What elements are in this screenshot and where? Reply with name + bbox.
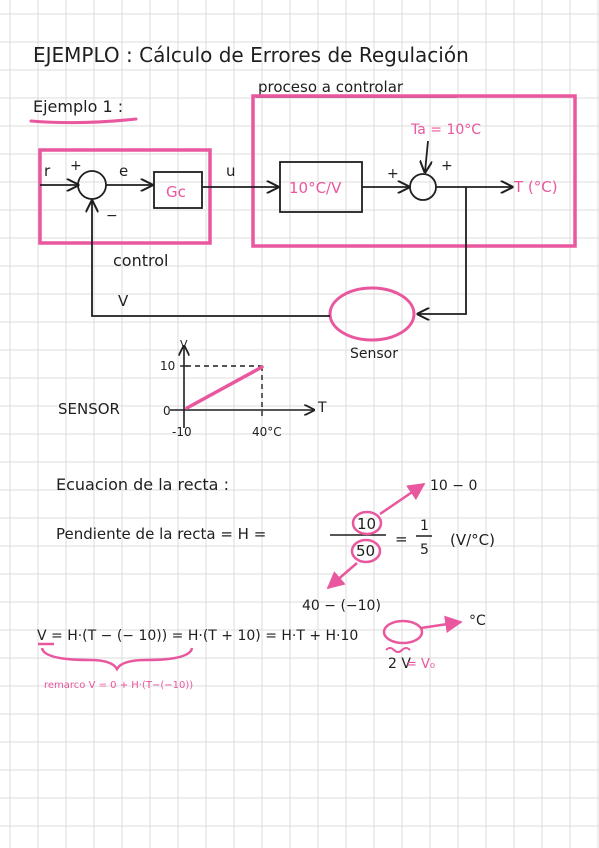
process-region-box bbox=[251, 94, 577, 248]
note-numerator-source: 10 − 0 bbox=[430, 478, 477, 494]
numerator-circle bbox=[351, 510, 383, 536]
remark-note: remarco V = 0 + H·(T−(−10)) bbox=[44, 680, 193, 691]
main-equation: V = H·(T − (− 10)) = H·(T + 10) = H·T + … bbox=[37, 628, 358, 644]
slope-equals: = bbox=[395, 530, 408, 548]
equation-title: Ecuacion de la recta : bbox=[56, 475, 229, 494]
denominator-circle bbox=[350, 538, 382, 564]
sum1-minus-sign: − bbox=[106, 208, 118, 224]
numerator-note-arrow bbox=[379, 482, 426, 516]
summing-junction-1 bbox=[77, 170, 107, 200]
remark-brace bbox=[40, 647, 194, 672]
disturbance-arrow bbox=[425, 140, 428, 172]
note-denominator-source: 40 − (−10) bbox=[302, 598, 381, 614]
slope-denominator: 50 bbox=[356, 542, 375, 560]
control-region-box bbox=[38, 148, 212, 245]
output-to-sensor-line bbox=[418, 187, 467, 314]
output-label: T (°C) bbox=[513, 178, 558, 196]
slope-result-numerator: 1 bbox=[420, 518, 429, 534]
feedback-line bbox=[92, 201, 330, 317]
controller-label: Gc bbox=[166, 183, 186, 201]
h10-squiggle bbox=[385, 647, 411, 653]
sensor-x-left-label: -10 bbox=[172, 425, 192, 439]
sensor-block bbox=[328, 286, 416, 342]
page-title: EJEMPLO : Cálculo de Errores de Regulaci… bbox=[33, 43, 469, 67]
signal-e-label: e bbox=[119, 162, 128, 180]
sensor-x-axis-label: T bbox=[317, 400, 327, 416]
sensor-characteristic-line bbox=[185, 365, 264, 410]
controller-block bbox=[153, 171, 203, 209]
slope-text: Pendiente de la recta = H = bbox=[56, 525, 266, 543]
sensor-x-right-label: 40°C bbox=[252, 425, 282, 439]
v0-note-label: = V₀ bbox=[406, 657, 435, 672]
summing-junction-2 bbox=[409, 173, 437, 201]
slope-result-denominator: 5 bbox=[420, 542, 429, 558]
signal-r-label: r bbox=[44, 162, 51, 180]
sensor-label: Sensor bbox=[350, 346, 398, 362]
sensor-y-axis-label: V bbox=[180, 338, 188, 351]
process-label: proceso a controlar bbox=[258, 78, 404, 96]
sum2-plus-left: + bbox=[387, 166, 399, 182]
sum2-plus-top: + bbox=[441, 158, 453, 174]
h10-circle bbox=[382, 619, 424, 645]
sensor-y-top-label: 10 bbox=[160, 359, 175, 373]
sum1-plus-sign: + bbox=[70, 158, 82, 174]
degree-note: °C bbox=[469, 613, 486, 629]
plant-gain-label: 10°C/V bbox=[289, 179, 342, 197]
control-label: control bbox=[113, 251, 168, 270]
feedback-signal-label: V bbox=[118, 292, 129, 310]
signal-u-label: u bbox=[226, 162, 236, 180]
slope-units: (V/°C) bbox=[450, 531, 495, 549]
v0-note-value: 2 V bbox=[388, 656, 411, 672]
disturbance-label: Ta = 10°C bbox=[410, 122, 481, 138]
sensor-y-zero-label: 0 bbox=[163, 404, 171, 418]
slope-numerator: 10 bbox=[357, 515, 376, 533]
example-subheading: Ejemplo 1 : bbox=[33, 97, 123, 116]
denominator-note-arrow bbox=[326, 562, 358, 590]
sensor-graph-caption: SENSOR bbox=[58, 400, 120, 418]
h10-degree-arrow bbox=[420, 615, 463, 633]
subheading-highlight bbox=[29, 117, 138, 125]
